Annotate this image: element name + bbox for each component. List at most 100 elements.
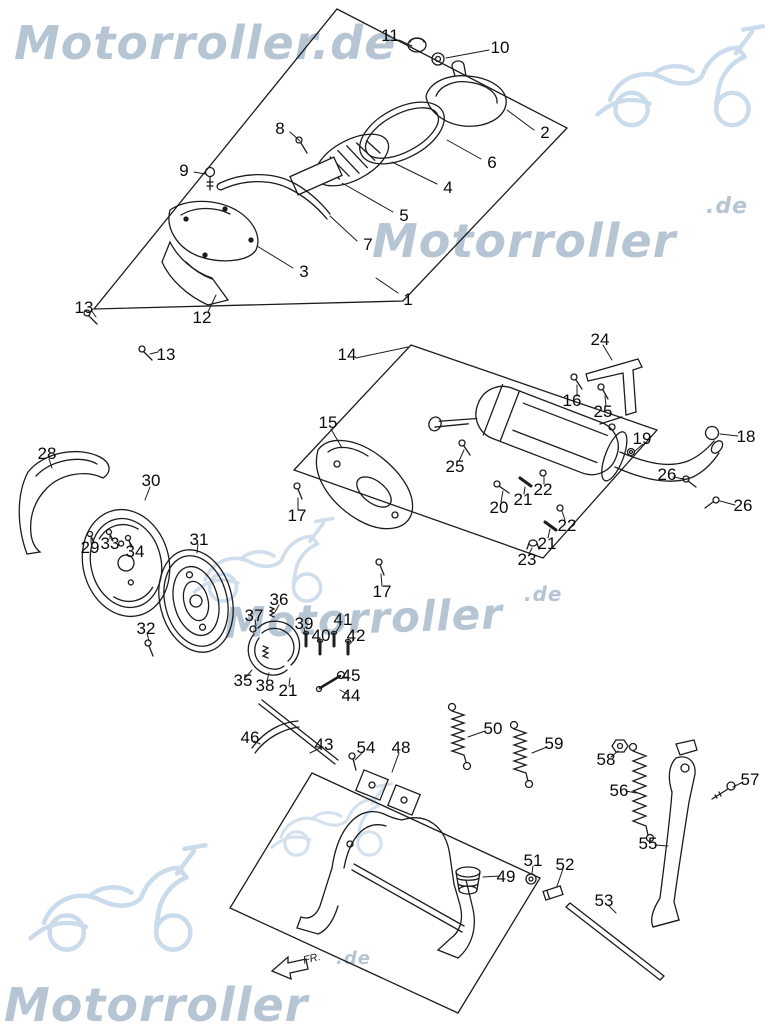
part-label-13-12: 13 (74, 298, 94, 317)
airbox-cover-part2 (425, 60, 507, 127)
airbox-assembly-outline (92, 8, 569, 310)
screw-part17-upper (293, 482, 303, 500)
part-label-54-52: 54 (356, 738, 376, 757)
rubber-foot-part49 (455, 866, 481, 895)
screw-part54 (348, 752, 357, 771)
part-label-7-8: 7 (363, 235, 373, 254)
part-label-38-46: 38 (255, 676, 275, 695)
part-label-12-10: 12 (192, 308, 212, 327)
pad-part5 (289, 156, 343, 196)
part-label-53-63: 53 (594, 891, 614, 910)
watermark-bottom-de: .de (336, 948, 371, 969)
part-label-3-9: 3 (299, 262, 309, 281)
seal-part7 (216, 174, 331, 220)
part-label-2-2: 2 (540, 123, 550, 142)
part-label-36-39: 36 (269, 590, 289, 609)
watermark-mid-right-de: .de (706, 194, 749, 219)
part-label-42-44: 42 (346, 626, 366, 645)
leader-lines (48, 39, 744, 914)
part-label-23-30: 23 (517, 550, 537, 569)
part-label-56-57: 56 (609, 781, 629, 800)
fender-part28 (18, 450, 110, 555)
washer-part51 (525, 873, 537, 885)
part-label-50-54: 50 (483, 719, 503, 738)
part-label-26-22: 26 (733, 496, 753, 515)
screw-part25-left (458, 439, 471, 456)
part-label-37-40: 37 (244, 606, 264, 625)
part-label-25-17: 25 (593, 402, 613, 421)
part-label-48-53: 48 (391, 738, 411, 757)
part-label-35-45: 35 (233, 671, 253, 690)
cap-part11 (407, 37, 427, 53)
part-label-25-18: 25 (445, 457, 465, 476)
part-label-4-5: 4 (443, 178, 453, 197)
wheel-rim-part31 (158, 549, 234, 653)
part-label-17-24: 17 (287, 506, 307, 525)
part-label-22-28: 22 (557, 516, 577, 535)
duct-part12 (161, 240, 230, 306)
part-label-51-61: 51 (523, 851, 543, 870)
bolt-part26-lower (704, 496, 720, 509)
part-label-59-55: 59 (544, 734, 564, 753)
grommet-part10 (431, 52, 445, 66)
part-label-22-27: 22 (533, 480, 553, 499)
part-label-20-25: 20 (489, 498, 509, 517)
watermark-center-de: .de (524, 582, 563, 606)
oring-part18 (704, 425, 720, 441)
part-label-33-35: 33 (100, 534, 120, 553)
screw-part16 (570, 373, 583, 390)
stand-assembly-outline (229, 772, 541, 1014)
part-label-31-37: 31 (189, 530, 209, 549)
part-label-21-29: 21 (537, 534, 557, 553)
part-label-28-32: 28 (37, 444, 57, 463)
rod-part53 (565, 902, 665, 981)
heat-shield-part15 (315, 439, 414, 530)
watermark-bottom-left: Motorroller (4, 978, 309, 1032)
spring-part56 (628, 742, 655, 843)
spring-part59 (509, 720, 534, 789)
watermark-top-left: Motorroller.de (14, 16, 397, 70)
fr-direction-arrow (270, 955, 309, 981)
part-label-49-60: 49 (496, 867, 516, 886)
watermark-mid-right: Motorroller (372, 214, 677, 268)
center-stand-part48 (296, 769, 475, 959)
part-label-24-15: 24 (590, 330, 610, 349)
muffler-part14 (428, 383, 628, 482)
part-label-57-58: 57 (740, 770, 760, 789)
fastener-cluster-20-23 (493, 469, 564, 550)
part-label-10-1: 10 (490, 38, 510, 57)
side-stand-part55 (651, 739, 698, 928)
screw-part8 (295, 136, 308, 154)
screw-part13-left (83, 309, 98, 325)
part-label-44-49: 44 (341, 686, 361, 705)
bracket-part24 (585, 358, 643, 416)
airbox-lower-part3 (168, 200, 259, 262)
nut-part58 (611, 739, 629, 753)
part-label-58-56: 58 (596, 750, 616, 769)
part-label-40-43: 40 (311, 626, 331, 645)
part-label-39-41: 39 (294, 614, 314, 633)
part-label-55-59: 55 (638, 834, 658, 853)
exhaust-assembly-outline (292, 344, 659, 559)
part-label-46-50: 46 (240, 728, 260, 747)
part-label-5-7: 5 (399, 206, 409, 225)
screw-part13-lower (138, 345, 153, 361)
tailpipe (614, 440, 724, 482)
part-label-1-11: 1 (403, 290, 413, 309)
part-label-30-33: 30 (141, 471, 161, 490)
part-label-8-3: 8 (275, 119, 285, 138)
part-label-32-38: 32 (136, 619, 156, 638)
part-label-34-36: 34 (125, 542, 145, 561)
rod-part46 (251, 720, 300, 754)
mount-tab (599, 416, 623, 431)
part-label-11-0: 11 (381, 26, 399, 45)
brake-shoes-35-38 (247, 606, 301, 676)
bolt-part9 (204, 166, 216, 191)
part-label-45-48: 45 (341, 666, 361, 685)
part-label-13-13: 13 (156, 345, 176, 364)
bolt-part32 (144, 639, 154, 657)
part-label-17-31: 17 (372, 582, 392, 601)
part-label-26-21: 26 (657, 465, 677, 484)
part-label-19-19: 19 (632, 429, 652, 448)
